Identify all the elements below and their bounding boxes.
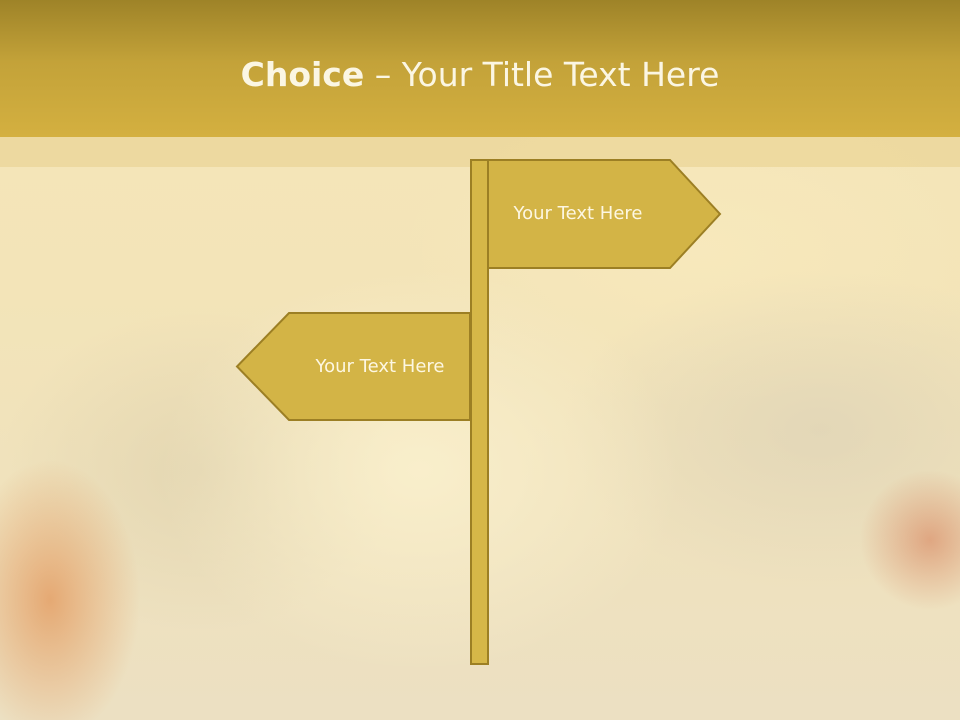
title-dash: – xyxy=(364,55,402,94)
slide-title: Choice – Your Title Text Here xyxy=(0,52,960,98)
title-bar: Choice – Your Title Text Here xyxy=(0,0,960,137)
sign-pole xyxy=(470,159,489,665)
left-sign-label: Your Text Here xyxy=(315,356,445,377)
title-bold-word: Choice xyxy=(240,55,365,94)
left-sign-arrow[interactable] xyxy=(235,312,471,421)
title-text: Your Title Text Here xyxy=(401,55,720,94)
right-sign-label: Your Text Here xyxy=(513,203,643,224)
